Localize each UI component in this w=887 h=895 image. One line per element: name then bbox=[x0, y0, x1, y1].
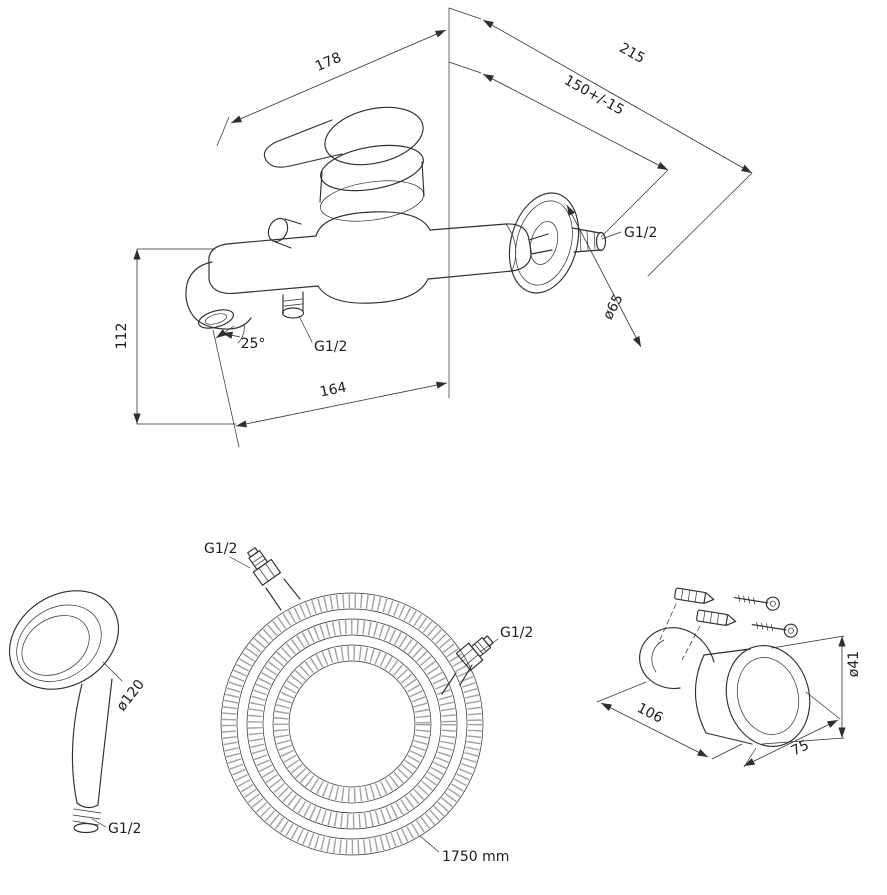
lever-handle bbox=[263, 106, 424, 168]
reach-label: 164 bbox=[319, 380, 348, 401]
height-label: 112 bbox=[114, 323, 130, 350]
mixer-drawing: 178 215 150+/-15 G1/2 ø65 112 164 25° G1… bbox=[114, 7, 753, 448]
screw bbox=[751, 621, 798, 638]
cartridge-cap bbox=[319, 144, 425, 222]
wall-plug bbox=[696, 609, 737, 627]
flange-diameter-label: ø65 bbox=[600, 292, 627, 323]
bracket-width-label: 106 bbox=[634, 700, 665, 726]
mixer-body bbox=[208, 211, 532, 304]
handshower-head bbox=[8, 590, 120, 690]
handshower-handle bbox=[71, 678, 113, 834]
wall-thread-label: G1/2 bbox=[624, 225, 657, 241]
handshower-diameter-label: ø120 bbox=[114, 677, 148, 715]
spout-angle-label: 25° bbox=[241, 336, 266, 352]
hose-coil bbox=[220, 592, 484, 856]
handshower-drawing: ø120 G1/2 bbox=[8, 590, 148, 837]
handshower-thread-label: G1/2 bbox=[108, 821, 141, 837]
bracket-depth-label: 75 bbox=[789, 737, 812, 759]
bracket-body bbox=[639, 627, 811, 747]
hose-length-label: 1750 mm bbox=[442, 849, 509, 865]
outlet-thread-label: G1/2 bbox=[314, 339, 347, 355]
hose-connector-right bbox=[441, 635, 494, 695]
hose-connector-top bbox=[247, 547, 301, 611]
hose-thread-right-label: G1/2 bbox=[500, 625, 533, 641]
screw bbox=[733, 594, 780, 611]
hose-outlet bbox=[281, 291, 305, 319]
flow-arrow bbox=[215, 325, 235, 339]
bracket-drawing: 106 75 ø41 bbox=[596, 587, 862, 768]
dim-215-label: 215 bbox=[616, 40, 647, 67]
wall-plug bbox=[674, 587, 715, 605]
dim-178-label: 178 bbox=[313, 50, 344, 75]
hose-thread-top-label: G1/2 bbox=[204, 541, 237, 557]
spout bbox=[185, 261, 252, 339]
bracket-diameter-label: ø41 bbox=[846, 651, 862, 677]
diverter-knob bbox=[267, 217, 302, 249]
dim-150-label: 150+/-15 bbox=[561, 72, 626, 118]
hose-drawing: G1/2 G1/2 1750 mm bbox=[204, 541, 533, 865]
